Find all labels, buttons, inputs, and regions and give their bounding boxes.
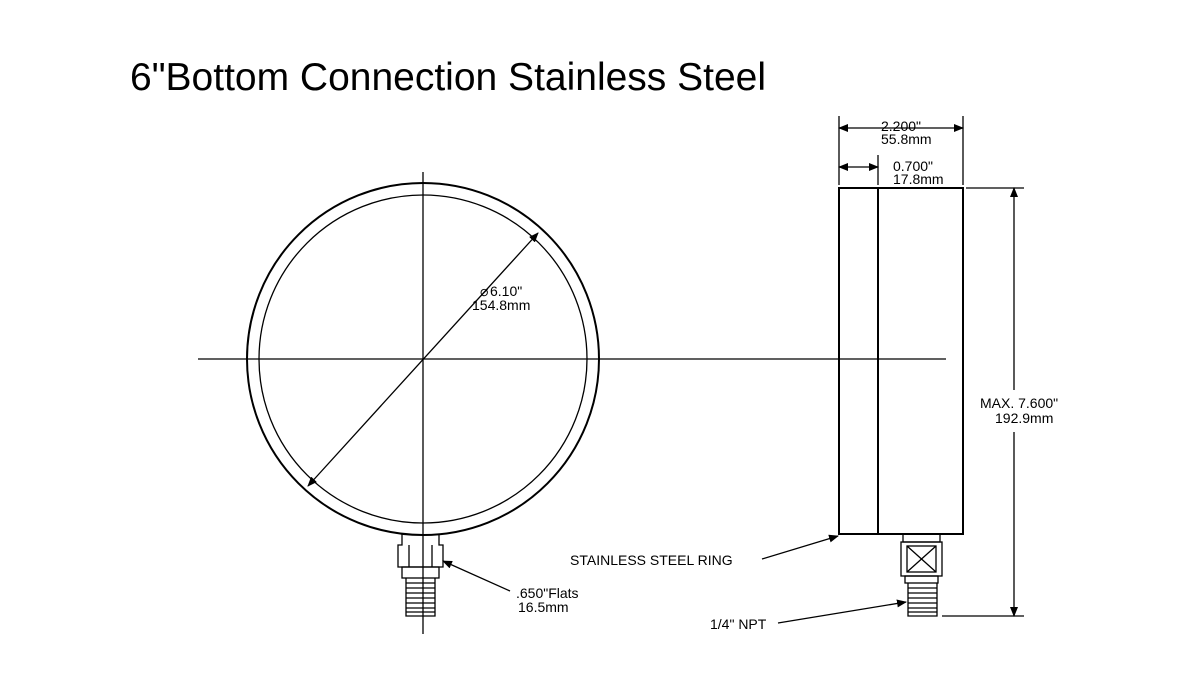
diameter-symbol: ⌀ xyxy=(480,283,488,299)
stainless-steel-ring xyxy=(838,187,879,535)
thread-callout-label: 1/4" NPT xyxy=(710,616,767,632)
bottom-connection-side xyxy=(900,533,943,617)
flats-leader xyxy=(442,560,511,592)
front-view xyxy=(198,172,946,634)
side-view xyxy=(761,116,1024,624)
diameter-dimension-line xyxy=(307,232,539,487)
flats-mm-label: 16.5mm xyxy=(518,599,569,615)
page-title: 6"Bottom Connection Stainless Steel xyxy=(130,56,767,99)
ring-callout-label: STAINLESS STEEL RING xyxy=(570,552,733,568)
ring-inches-label: 0.700" xyxy=(893,158,933,174)
gauge-case-side xyxy=(877,187,964,535)
ring-leader xyxy=(761,534,839,560)
diameter-mm-label: 154.8mm xyxy=(472,297,530,313)
thread-leader xyxy=(777,599,907,624)
depth-mm-label: 55.8mm xyxy=(881,131,932,147)
bottom-connection-front xyxy=(397,534,444,617)
depth-inches-label: 2.200" xyxy=(881,118,921,134)
height-inches-label: MAX. 7.600" xyxy=(980,395,1058,411)
gauge-outer-ring xyxy=(246,182,600,536)
flats-inches-label: .650"Flats xyxy=(516,585,579,601)
gauge-inner-ring xyxy=(258,194,588,524)
diameter-inches-label: 6.10" xyxy=(490,283,522,299)
ring-mm-label: 17.8mm xyxy=(893,171,944,187)
height-mm-label: 192.9mm xyxy=(995,410,1053,426)
